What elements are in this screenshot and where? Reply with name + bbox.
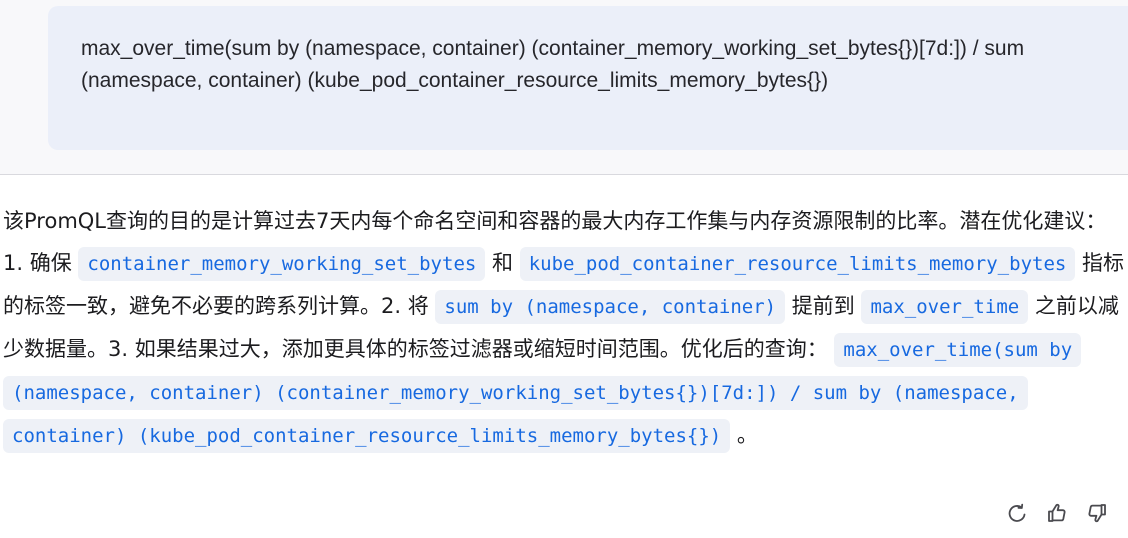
- response-text: 指标的标签一致，避免不必要的跨系列计算。2. 将: [3, 251, 1125, 318]
- dislike-button[interactable]: [1084, 500, 1110, 526]
- message-actions: [1004, 500, 1110, 526]
- response-text: 和: [485, 251, 520, 275]
- inline-code: sum by (namespace, container): [435, 290, 786, 324]
- user-query-text: max_over_time(sum by (namespace, contain…: [81, 37, 1025, 92]
- assistant-response-paragraph: 该PromQL查询的目的是计算过去7天内每个命名空间和容器的最大内存工作集与内存…: [3, 200, 1125, 457]
- response-text: 之前以减少数据量。3. 如果结果过大，添加更具体的标签过滤器或缩短时间范围。优化…: [3, 294, 1119, 361]
- response-text: 该PromQL查询的目的是计算过去7天内每个命名空间和容器的最大内存工作集与内存…: [3, 209, 1107, 275]
- regenerate-button[interactable]: [1004, 500, 1030, 526]
- thumbs-down-icon: [1088, 504, 1106, 523]
- inline-code: container_memory_working_set_bytes: [78, 247, 486, 281]
- inline-code: max_over_time: [861, 290, 1029, 324]
- user-message-bubble: max_over_time(sum by (namespace, contain…: [48, 6, 1128, 150]
- assistant-response: 该PromQL查询的目的是计算过去7天内每个命名空间和容器的最大内存工作集与内存…: [3, 200, 1125, 457]
- refresh-icon: [1008, 503, 1026, 522]
- response-text: 。: [730, 423, 758, 447]
- response-text: 提前到: [785, 294, 862, 318]
- inline-code: kube_pod_container_resource_limits_memor…: [519, 247, 1076, 281]
- thumbs-up-icon: [1048, 503, 1066, 522]
- like-button[interactable]: [1044, 500, 1070, 526]
- user-message-area: max_over_time(sum by (namespace, contain…: [0, 0, 1128, 175]
